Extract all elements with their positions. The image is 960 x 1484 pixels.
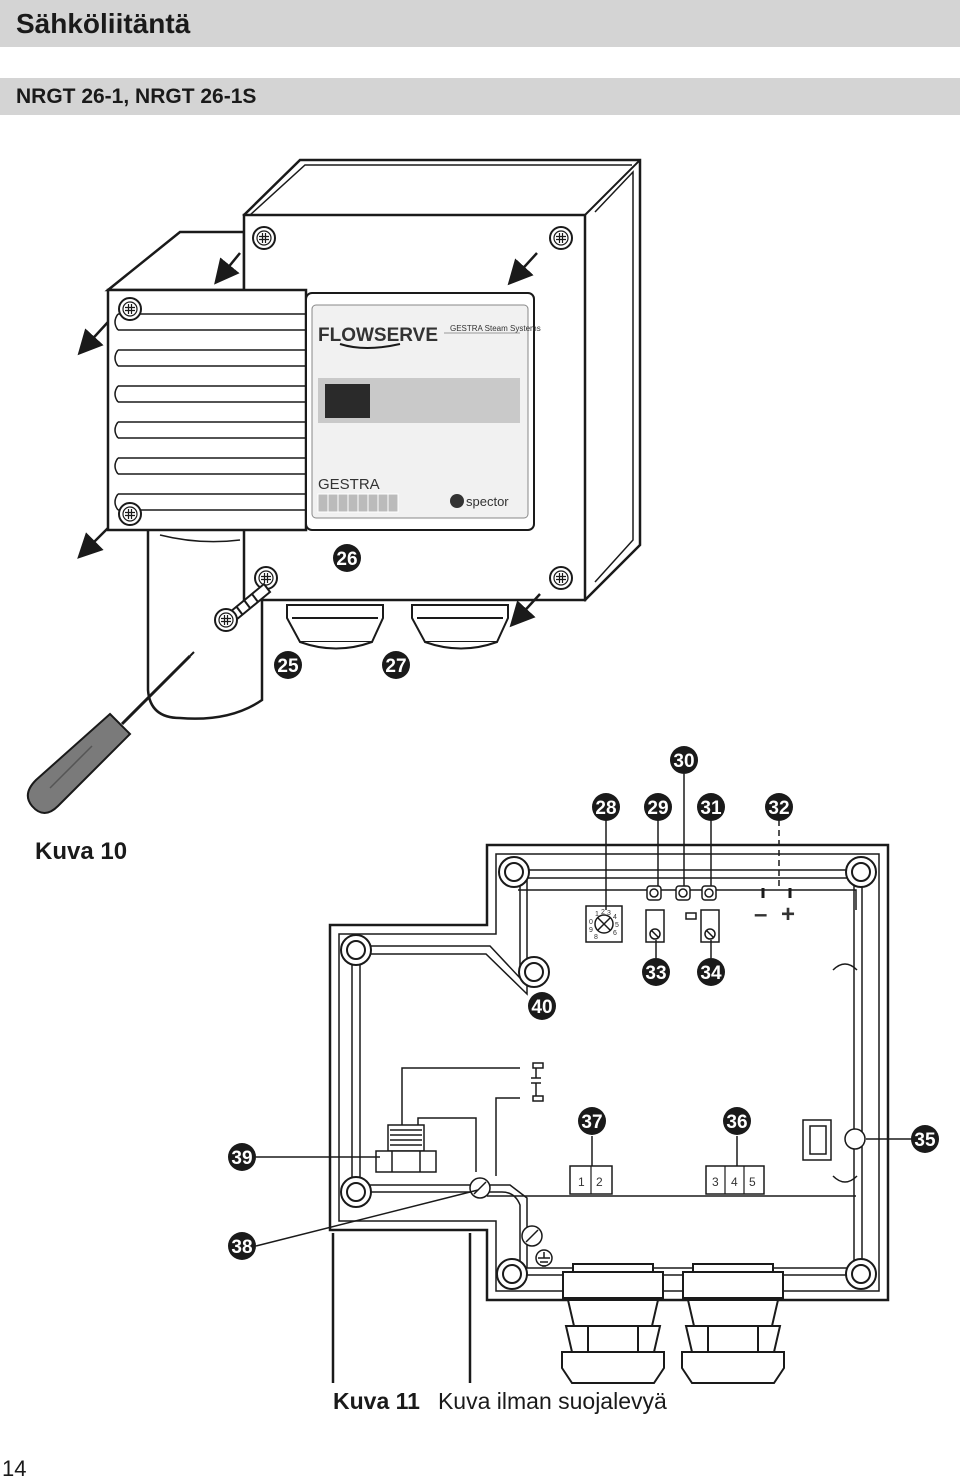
- mounting-hole-icon: [340, 934, 372, 966]
- callout-36: 36: [726, 1112, 747, 1133]
- figure-11-housing: 2 3 4 5 6 8 9 0 1: [328, 843, 890, 1384]
- callout-28: 28: [595, 798, 616, 819]
- callout-27: 27: [385, 656, 406, 677]
- dial-digit: 3: [607, 910, 611, 917]
- dial-digit: 1: [595, 911, 599, 918]
- arrow-icon: [77, 321, 109, 356]
- section-subtitle-band: NRGT 26-1, NRGT 26-1S: [0, 78, 960, 115]
- brand-logo: FLOWSERVE: [318, 325, 438, 346]
- figure-11-caption: Kuva 11 Kuva ilman suojalevyä: [333, 1388, 667, 1415]
- terminal-label: 5: [749, 1175, 756, 1189]
- product-label: GESTRA: [318, 476, 380, 493]
- terminal-label: 3: [712, 1175, 719, 1189]
- callout-25: 25: [277, 656, 299, 677]
- arrow-icon: [509, 593, 541, 628]
- callout-30: 30: [673, 751, 694, 772]
- dial-digit: 2: [601, 909, 605, 916]
- page-number: 14: [2, 1456, 27, 1481]
- terminal-label: 4: [731, 1175, 738, 1189]
- callout-33: 33: [645, 963, 666, 984]
- callout-29: 29: [647, 798, 668, 819]
- terminal-block-1-2: 1 2: [569, 1165, 613, 1195]
- dial-digit: 0: [589, 919, 593, 926]
- code-switch: 2 3 4 5 6 8 9 0 1: [585, 905, 623, 943]
- dial-digit: 9: [589, 927, 593, 934]
- terminal-label: 2: [596, 1175, 603, 1189]
- section-subtitle: NRGT 26-1, NRGT 26-1S: [16, 84, 257, 108]
- terminal-block-3-5: 3 4 5: [705, 1165, 765, 1195]
- arrow-icon: [507, 252, 538, 286]
- spector-logo: spector: [466, 494, 509, 509]
- figure-11-leaders: [255, 774, 912, 1247]
- screwdriver-handle: [26, 712, 132, 814]
- page-title-band: Sähköliitäntä: [0, 0, 960, 47]
- figure-11-caption-text: Kuva ilman suojalevyä: [437, 1388, 667, 1414]
- polarity-plus: +: [781, 901, 795, 928]
- callout-32: 32: [768, 798, 789, 819]
- mounting-hole-icon: [845, 1258, 877, 1290]
- figure-11-callouts: 30 28 29 31 32 33 34 40 37 36 39 35 38: [228, 746, 939, 1260]
- mounting-hole-icon: [845, 856, 877, 888]
- terminal-label: 1: [578, 1175, 585, 1189]
- screw-icon: [118, 297, 142, 321]
- mounting-hole-icon: [496, 1258, 528, 1290]
- mounting-hole-icon: [518, 956, 550, 988]
- figure-10-callouts: 26 25 27: [274, 544, 410, 679]
- screw-icon: [118, 502, 142, 526]
- screw-icon: [549, 226, 573, 250]
- figure-11-caption-number: Kuva 11: [333, 1388, 420, 1414]
- page-title: Sähköliitäntä: [16, 7, 191, 39]
- polarity-minus: –: [754, 901, 767, 928]
- callout-37: 37: [581, 1112, 602, 1133]
- screw-icon: [252, 226, 276, 250]
- dial-digit: 6: [613, 930, 617, 937]
- dial-digit: 4: [613, 914, 617, 921]
- callout-26: 26: [336, 549, 357, 570]
- dial-digit: 5: [615, 922, 619, 929]
- screw-icon: [214, 608, 238, 632]
- callout-31: 31: [700, 798, 722, 819]
- callout-35: 35: [914, 1130, 936, 1151]
- dial-digit: 8: [594, 934, 598, 941]
- callout-40: 40: [531, 997, 552, 1018]
- arrow-icon: [214, 252, 241, 285]
- figure-10-caption: Kuva 10: [35, 838, 128, 865]
- callout-38: 38: [231, 1237, 252, 1258]
- brand-tagline: GESTRA Steam Systems: [450, 324, 541, 333]
- mounting-hole-icon: [340, 1176, 372, 1208]
- callout-34: 34: [700, 963, 722, 984]
- display-window: [325, 384, 370, 418]
- callout-39: 39: [231, 1148, 252, 1169]
- arrow-icon: [77, 527, 109, 559]
- screw-icon: [549, 566, 573, 590]
- figure-10-device: FLOWSERVE GESTRA Steam Systems GESTRA sp…: [26, 158, 642, 814]
- mounting-hole-icon: [498, 856, 530, 888]
